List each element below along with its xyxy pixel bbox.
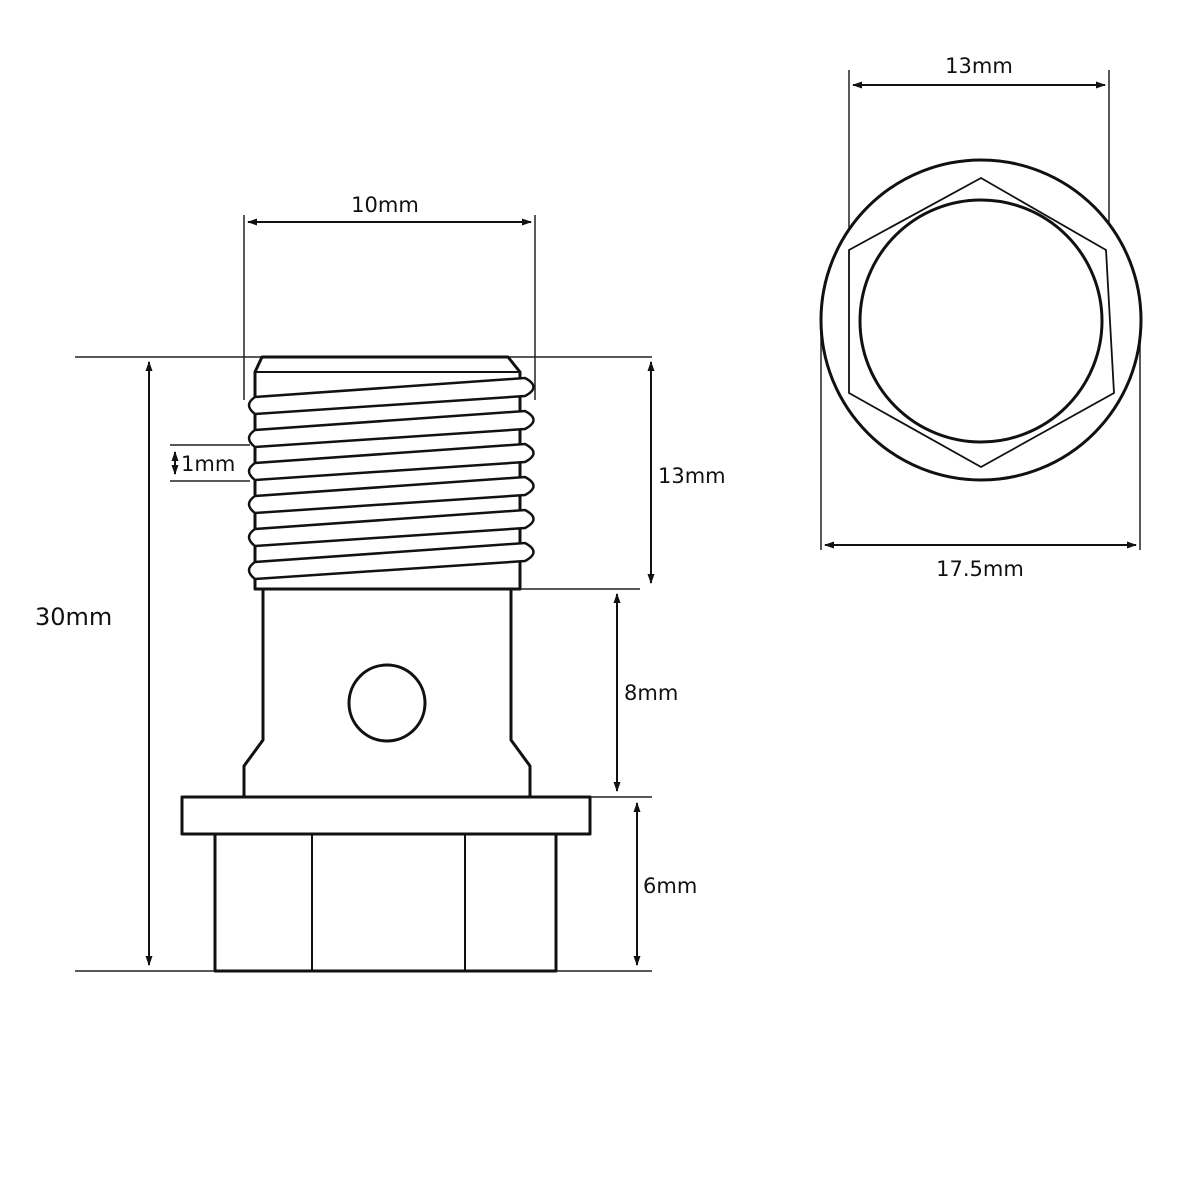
thread-diameter-label: 10mm	[351, 193, 419, 217]
thread-crest	[247, 376, 535, 416]
overall-length-label: 30mm	[35, 603, 112, 631]
thread-crest	[247, 541, 535, 581]
head-height-label: 6mm	[643, 874, 697, 898]
neck-length-label: 8mm	[624, 681, 678, 705]
flange-diameter-label: 17.5mm	[936, 557, 1024, 581]
thread-pitch-label: 1mm	[181, 452, 235, 476]
side-view: 10mm 30mm 13mm 8mm 6mm 1mm	[35, 193, 726, 973]
thread-crest	[247, 409, 535, 449]
thread-crests	[247, 376, 535, 581]
thread-crest	[247, 508, 535, 548]
thread-crest	[247, 442, 535, 482]
banjo-hole	[347, 663, 427, 743]
dimension-arrows	[145, 218, 655, 966]
top-view: 13mm 17.5mm	[819, 54, 1143, 581]
thread-length-label: 13mm	[658, 464, 726, 488]
bolt-hex-head	[213, 832, 558, 973]
bolt-flange	[180, 795, 592, 836]
hex-outline	[848, 176, 1115, 469]
bore-outline	[858, 198, 1104, 444]
hex-size-label: 13mm	[945, 54, 1013, 78]
thread-crest	[247, 475, 535, 515]
